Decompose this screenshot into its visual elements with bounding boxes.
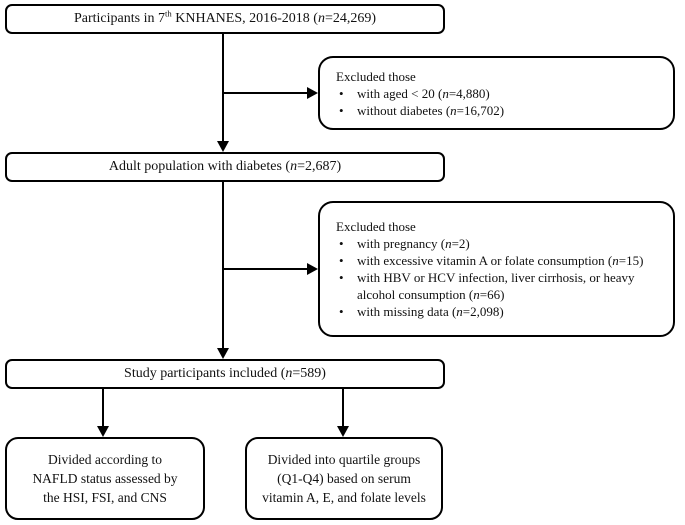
- bullet-text: with missing data (n=2,098): [357, 303, 659, 320]
- participants-text-pre: Participants in 7: [73, 11, 165, 26]
- bullet-text-pre: with HBV or HCV infection, liver cirrhos…: [357, 270, 635, 302]
- participants-ordinal-sup: th: [164, 8, 172, 19]
- n-symbol: n: [442, 85, 449, 101]
- bullet-marker: •: [339, 102, 344, 118]
- excluded-second-bullet-pregnancy: • with pregnancy (n=2): [336, 235, 659, 252]
- bullet-text-post: =16,702): [456, 102, 505, 118]
- flow-box-study-included: Study participants included (n=589): [5, 359, 445, 389]
- bullet-text-pre: with missing data (: [357, 304, 457, 319]
- arrowhead-right-excluded-second: [307, 263, 318, 275]
- n-symbol: n: [450, 102, 457, 118]
- nafld-line-1: Divided according to: [48, 452, 162, 467]
- excluded-second-header: Excluded those: [336, 219, 416, 234]
- bullet-text-post: =2): [451, 236, 470, 251]
- bullet-marker: •: [339, 85, 344, 101]
- flow-box-excluded-first: Excluded those • with aged < 20 (n=4,880…: [318, 56, 675, 130]
- arrowhead-down-adult: [217, 141, 229, 152]
- excluded-first-bullet-aged: • with aged < 20 (n=4,880): [336, 85, 659, 102]
- flow-box-participants: Participants in 7th KNHANES, 2016-2018 (…: [5, 4, 445, 34]
- excluded-second-bullet-hbv-hcv: • with HBV or HCV infection, liver cirrh…: [336, 269, 659, 303]
- n-symbol: n: [456, 304, 463, 319]
- participants-text-mid: KNHANES, 2016-2018 (: [171, 11, 318, 26]
- bullet-text: without diabetes (n=16,702): [357, 102, 659, 119]
- n-symbol: n: [473, 287, 480, 302]
- bullet-text-pre: with pregnancy (: [357, 236, 446, 251]
- connector-branch-excluded-first: [222, 92, 308, 94]
- connector-study-to-quartile: [342, 389, 344, 426]
- bullet-text: with HBV or HCV infection, liver cirrhos…: [357, 269, 659, 303]
- participants-text-post: =24,269): [324, 11, 377, 26]
- nafld-line-3: the HSI, FSI, and CNS: [43, 490, 167, 505]
- bullet-text-pre: with aged < 20 (: [357, 85, 443, 101]
- arrowhead-right-excluded-first: [307, 87, 318, 99]
- bullet-text-post: =2,098): [462, 304, 504, 319]
- bullet-marker: •: [339, 253, 344, 268]
- bullet-text-post: =15): [618, 253, 644, 268]
- study-text: Study participants included (n=589): [124, 366, 326, 382]
- participants-n-symbol: n: [317, 11, 325, 26]
- study-text-pre: Study participants included (: [124, 366, 286, 381]
- study-n-symbol: n: [285, 366, 293, 381]
- adult-text-pre: Adult population with diabetes (: [108, 159, 291, 174]
- bullet-text-post: =66): [479, 287, 505, 302]
- flow-box-quartile-group: Divided into quartile groups (Q1-Q4) bas…: [245, 437, 443, 520]
- quartile-line-3: vitamin A, E, and folate levels: [262, 490, 426, 505]
- bullet-marker: •: [339, 270, 344, 285]
- connector-branch-excluded-second: [222, 268, 308, 270]
- nafld-line-2: NAFLD status assessed by: [32, 471, 178, 486]
- bullet-text-pre: without diabetes (: [357, 102, 451, 118]
- adult-text: Adult population with diabetes (n=2,687): [109, 159, 341, 175]
- excluded-first-header: Excluded those: [336, 68, 416, 84]
- adult-n-symbol: n: [290, 159, 298, 174]
- n-symbol: n: [612, 253, 619, 268]
- bullet-text: with pregnancy (n=2): [357, 235, 659, 252]
- excluded-first-bullet-diabetes: • without diabetes (n=16,702): [336, 102, 659, 119]
- n-symbol: n: [445, 236, 452, 251]
- connector-participants-to-adult: [222, 34, 224, 142]
- bullet-text-pre: with excessive vitamin A or folate consu…: [357, 253, 613, 268]
- excluded-second-bullet-missing-data: • with missing data (n=2,098): [336, 303, 659, 320]
- arrowhead-down-nafld: [97, 426, 109, 437]
- quartile-line-1: Divided into quartile groups: [267, 452, 421, 467]
- flow-box-nafld-group: Divided according to NAFLD status assess…: [5, 437, 205, 520]
- study-text-post: =589): [292, 366, 326, 381]
- flow-box-adult-diabetes: Adult population with diabetes (n=2,687): [5, 152, 445, 182]
- adult-text-post: =2,687): [297, 159, 342, 174]
- arrowhead-down-study: [217, 348, 229, 359]
- bullet-text-post: =4,880): [448, 85, 490, 101]
- bullet-text: with excessive vitamin A or folate consu…: [357, 252, 659, 269]
- flow-box-excluded-second: Excluded those • with pregnancy (n=2) • …: [318, 201, 675, 337]
- bullet-text: with aged < 20 (n=4,880): [357, 85, 659, 102]
- connector-adult-to-study: [222, 182, 224, 348]
- participants-text: Participants in 7th KNHANES, 2016-2018 (…: [73, 8, 377, 27]
- excluded-second-bullet-vitamin: • with excessive vitamin A or folate con…: [336, 252, 659, 269]
- connector-study-to-nafld: [102, 389, 104, 426]
- bullet-marker: •: [339, 304, 344, 319]
- arrowhead-down-quartile: [337, 426, 349, 437]
- quartile-line-2: (Q1-Q4) based on serum: [277, 471, 411, 486]
- bullet-marker: •: [339, 236, 344, 251]
